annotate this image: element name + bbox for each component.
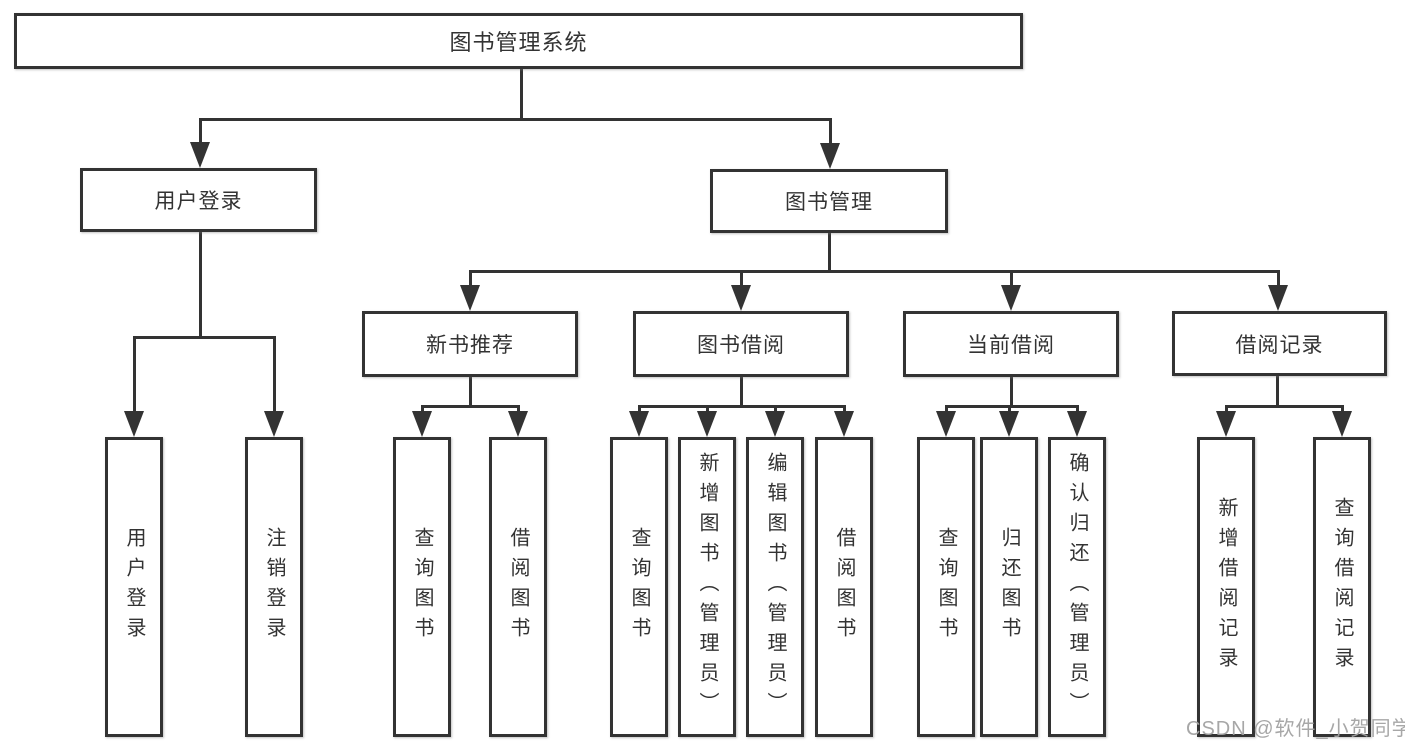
connector-stub-current-borrowing [1010, 377, 1013, 405]
connector-split-user-login [133, 336, 274, 339]
connector-drop-leaf [421, 405, 424, 413]
connector-drop-user-login [199, 118, 202, 146]
leaf-label: 编辑图书（管理员） [764, 452, 786, 722]
leaf-label: 查询借阅记录 [1331, 497, 1353, 677]
arrow-down-icon [1001, 285, 1021, 311]
arrow-down-icon [412, 411, 432, 437]
connector-drop-leaf [706, 405, 709, 413]
node-label: 借阅记录 [1235, 333, 1324, 357]
node-user-login: 用户登录 [80, 168, 317, 232]
arrow-down-icon [190, 142, 210, 168]
node-library-management-system: 图书管理系统 [14, 13, 1023, 69]
arrow-down-icon [508, 411, 528, 437]
leaf-user-login: 用户登录 [105, 437, 163, 737]
node-book-borrowing: 图书借阅 [633, 311, 849, 377]
leaf-query-borrow-record: 查询借阅记录 [1313, 437, 1371, 737]
node-new-book-recommend: 新书推荐 [362, 311, 578, 377]
csdn-watermark: CSDN @软件_小贺同学 [1186, 718, 1405, 740]
arrow-down-icon [1067, 411, 1087, 437]
connector-drop-leaf [1341, 405, 1344, 413]
leaf-add-books-admin: 新增图书（管理员） [678, 437, 736, 737]
leaf-query-books-borrowing: 查询图书 [610, 437, 668, 737]
connector-split-book-borrowing [638, 405, 844, 408]
connector-drop-new-book [469, 270, 472, 285]
leaf-label: 查询图书 [411, 527, 433, 647]
node-label: 当前借阅 [967, 334, 1055, 357]
connector-drop-leaf [774, 405, 777, 413]
connector-root-trunk [520, 69, 523, 120]
leaf-label: 查询图书 [935, 527, 957, 647]
leaf-label: 借阅图书 [833, 527, 855, 647]
leaf-label: 查询图书 [628, 527, 650, 647]
connector-drop-book-borrowing [740, 270, 743, 285]
node-label: 图书管理系统 [449, 30, 588, 55]
connector-split-level2 [199, 118, 831, 121]
arrow-down-icon [629, 411, 649, 437]
leaf-edit-books-admin: 编辑图书（管理员） [746, 437, 804, 737]
connector-drop-leaf [1225, 405, 1228, 413]
leaf-label: 借阅图书 [507, 527, 529, 647]
arrow-down-icon [1332, 411, 1352, 437]
leaf-label: 用户登录 [123, 527, 145, 647]
connector-stub-user-login [199, 232, 202, 336]
leaf-label: 归还图书 [998, 527, 1020, 647]
arrow-down-icon [1268, 285, 1288, 311]
arrow-down-icon [460, 285, 480, 311]
connector-drop-leaf [1076, 405, 1079, 413]
leaf-return-books: 归还图书 [980, 437, 1038, 737]
node-borrowing-records: 借阅记录 [1172, 311, 1387, 376]
leaf-query-books-recommend: 查询图书 [393, 437, 451, 737]
leaf-label: 新增图书（管理员） [696, 452, 718, 722]
leaf-borrow-books-borrowing: 借阅图书 [815, 437, 873, 737]
connector-drop-borrowing-records [1277, 270, 1280, 285]
leaf-label: 确认归还（管理员） [1066, 452, 1088, 722]
connector-split-new-book [421, 405, 518, 408]
arrow-down-icon [999, 411, 1019, 437]
leaf-borrow-books-recommend: 借阅图书 [489, 437, 547, 737]
connector-stub-book-management [828, 233, 831, 270]
leaf-label: 注销登录 [263, 527, 285, 647]
leaf-confirm-return-admin: 确认归还（管理员） [1048, 437, 1106, 737]
connector-drop-leaf [843, 405, 846, 413]
arrow-down-icon [731, 285, 751, 311]
leaf-label: 新增借阅记录 [1215, 497, 1237, 677]
node-book-management: 图书管理 [710, 169, 948, 233]
node-label: 图书借阅 [697, 334, 785, 357]
connector-drop-leaf [638, 405, 641, 413]
arrow-down-icon [264, 411, 284, 437]
arrow-down-icon [697, 411, 717, 437]
node-label: 图书管理 [785, 191, 873, 214]
connector-split-level3 [469, 270, 1278, 273]
node-label: 用户登录 [154, 190, 243, 213]
arrow-down-icon [1216, 411, 1236, 437]
arrow-down-icon [820, 143, 840, 169]
connector-stub-borrowing-records [1276, 375, 1279, 405]
arrow-down-icon [936, 411, 956, 437]
connector-drop-leaf [133, 336, 136, 411]
connector-split-current-borrowing [945, 405, 1077, 408]
connector-drop-leaf [1008, 405, 1011, 413]
connector-drop-current-borrowing [1010, 270, 1013, 285]
leaf-logout-login: 注销登录 [245, 437, 303, 737]
leaf-add-borrow-record: 新增借阅记录 [1197, 437, 1255, 737]
node-current-borrowing: 当前借阅 [903, 311, 1119, 377]
connector-drop-leaf [945, 405, 948, 413]
connector-split-borrowing-records [1225, 405, 1342, 408]
node-label: 新书推荐 [426, 334, 514, 357]
connector-stub-book-borrowing [740, 377, 743, 405]
leaf-query-books-current: 查询图书 [917, 437, 975, 737]
connector-stub-new-book [469, 377, 472, 405]
connector-drop-leaf [517, 405, 520, 413]
arrow-down-icon [124, 411, 144, 437]
arrow-down-icon [765, 411, 785, 437]
connector-drop-leaf [273, 336, 276, 411]
connector-drop-book-management [829, 118, 832, 146]
arrow-down-icon [834, 411, 854, 437]
